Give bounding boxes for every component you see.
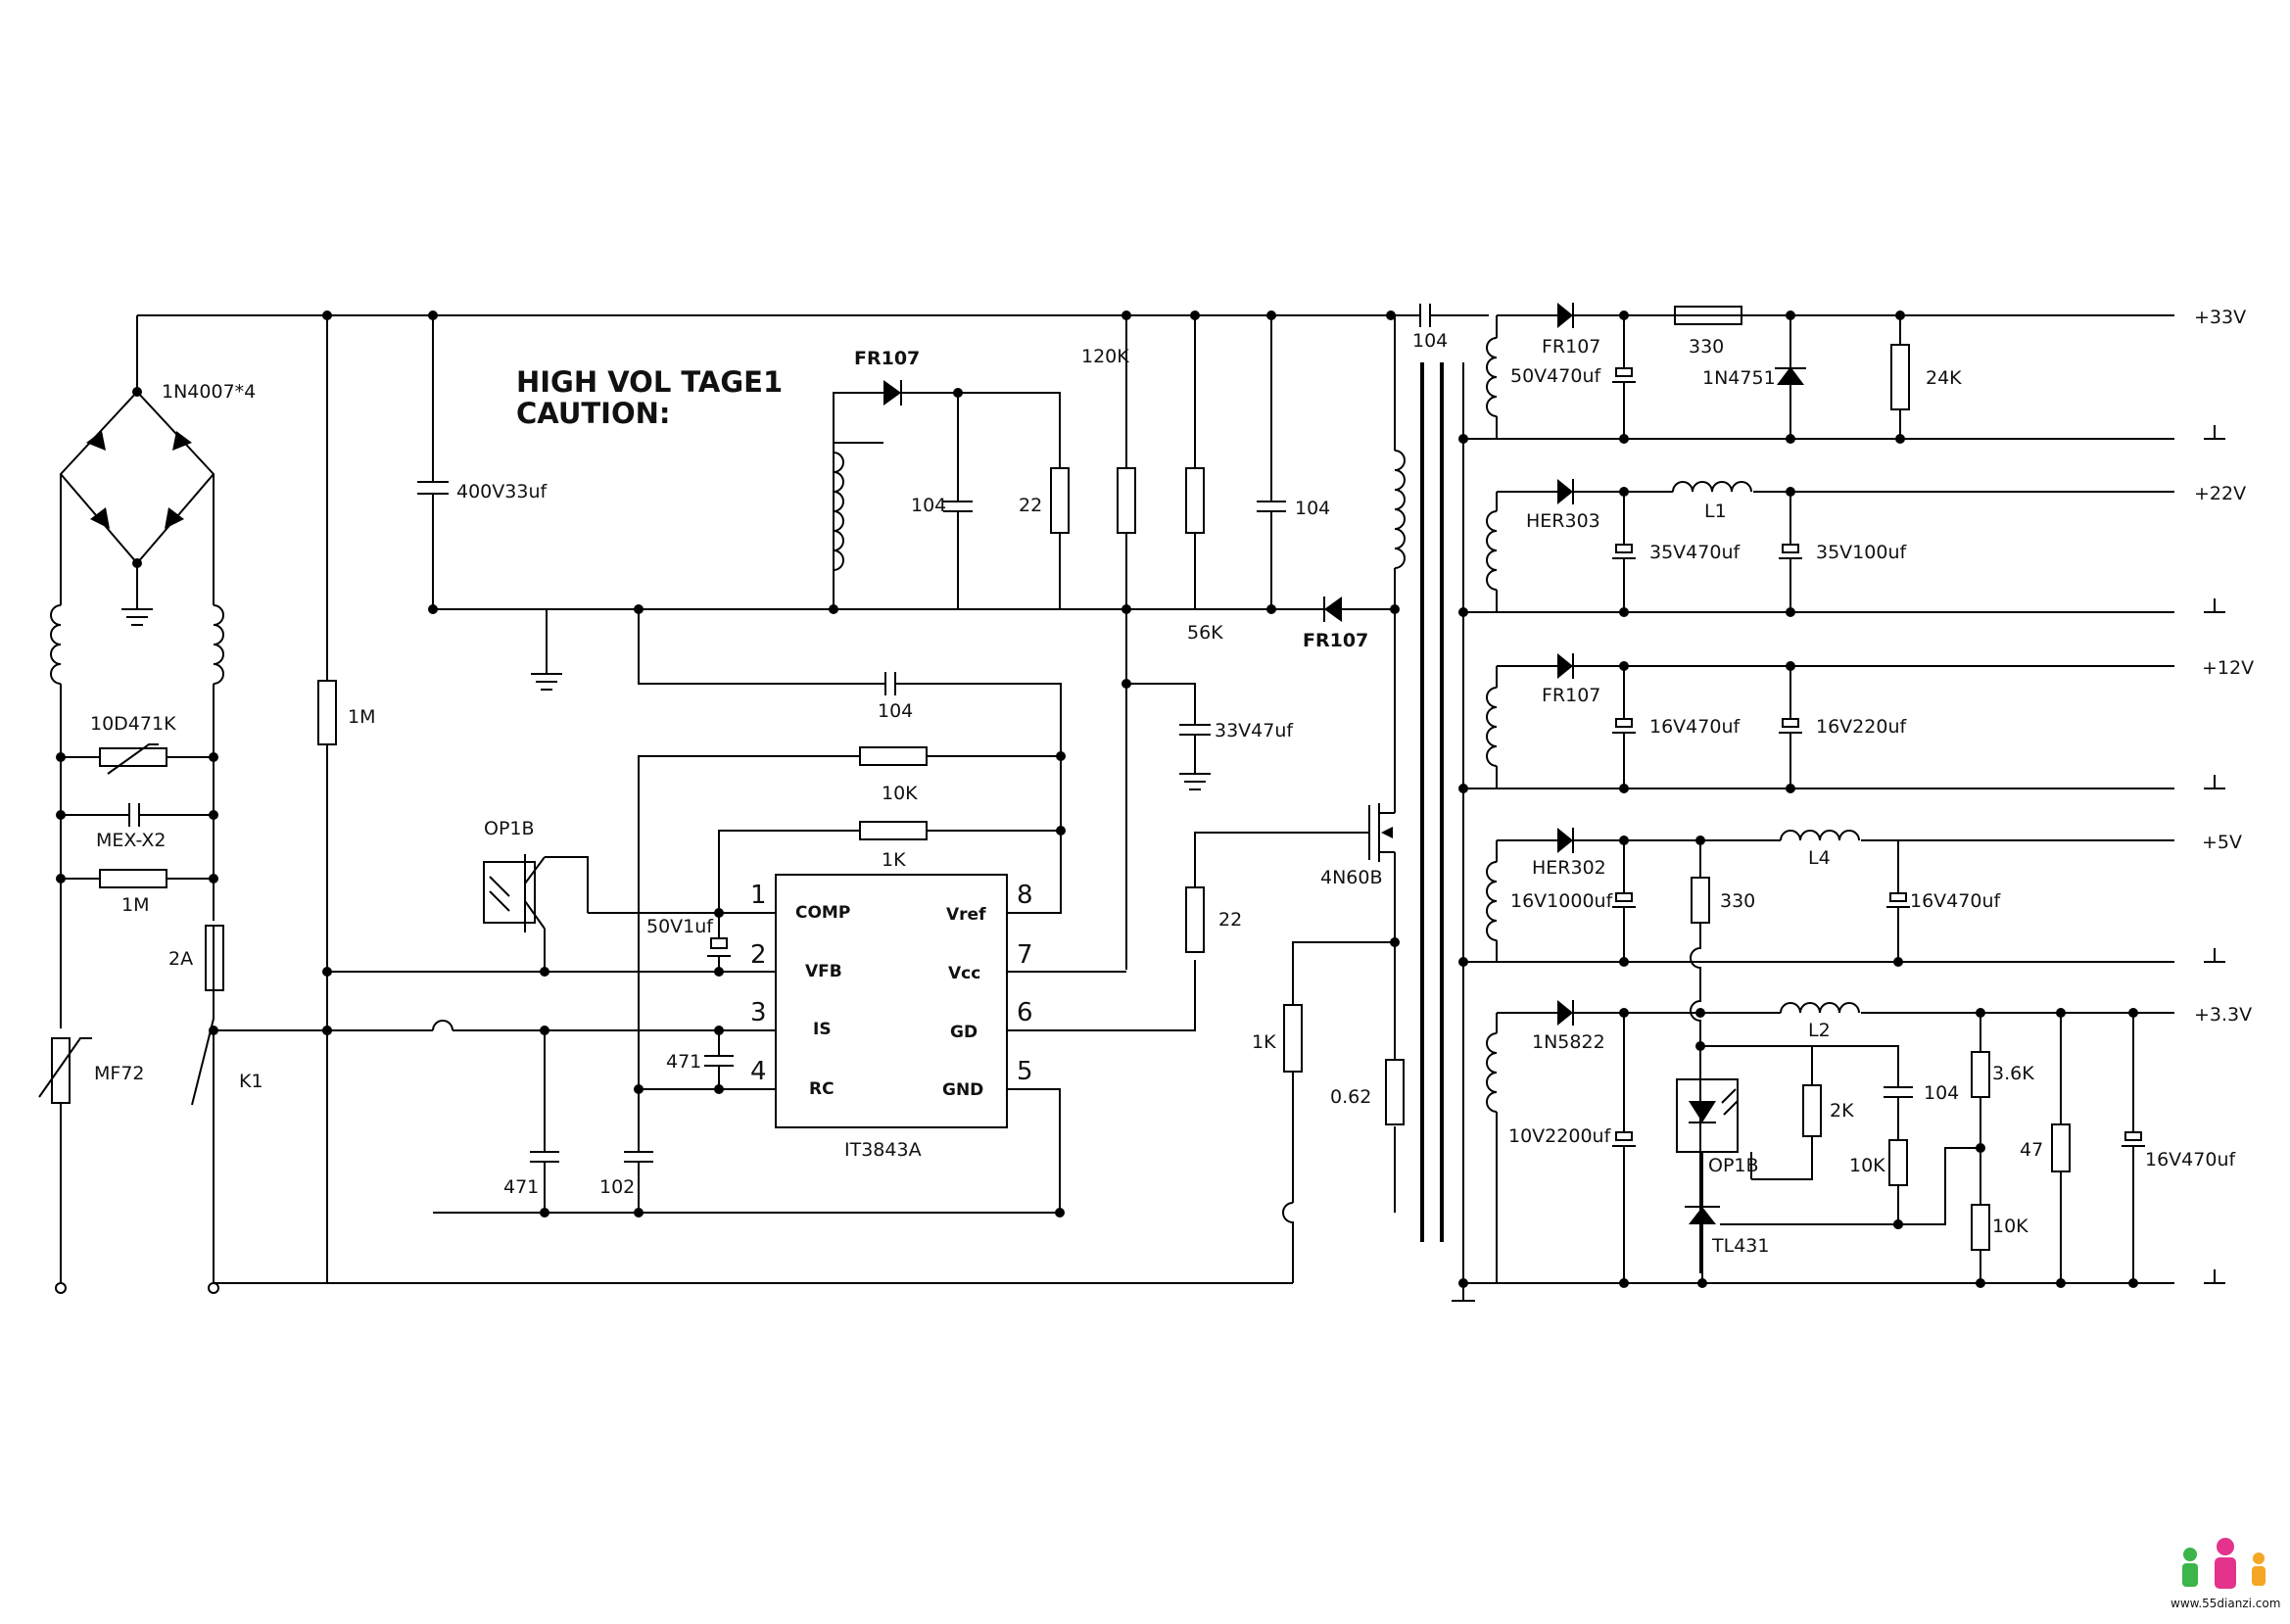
- cap1-label: 10V2200uf: [1508, 1125, 1612, 1147]
- logo-figure-icon: [2183, 1548, 2197, 1561]
- r10k-label: 10K: [882, 783, 918, 804]
- diode-label: 1N5822: [1532, 1031, 1605, 1053]
- ic-pin-label: GND: [942, 1080, 983, 1100]
- inductor-label: L2: [1808, 1020, 1831, 1041]
- cap1-label: 35V470uf: [1649, 542, 1741, 563]
- cap104b-label: 104: [1295, 498, 1330, 519]
- r120k-label: 120K: [1081, 346, 1129, 367]
- res-label: 330: [1689, 336, 1724, 358]
- bulk-cap-label: 400V33uf: [456, 481, 548, 502]
- mosfet-label: 4N60B: [1320, 867, 1383, 888]
- warning-line1: HIGH VOL TAGE1: [516, 365, 783, 399]
- snub-diode-label: FR107: [854, 348, 920, 369]
- ic-pin-number: 8: [1017, 881, 1033, 910]
- cap1-label: 16V1000uf: [1510, 890, 1614, 912]
- x2-cap-label: MEX-X2: [96, 830, 166, 851]
- r36k-label: 3.6K: [1992, 1063, 2034, 1084]
- output-voltage: +33V: [2194, 307, 2246, 328]
- cap2-label: 35V100uf: [1816, 542, 1907, 563]
- ic-pin-label: RC: [809, 1079, 835, 1099]
- bridge-diode: [86, 431, 192, 529]
- secondary-stage: FR107 50V470uf 330 1N4751 24K +33V HER30…: [1452, 303, 2254, 1302]
- cap102-label: 102: [599, 1176, 635, 1198]
- cap2-label: 16V220uf: [1816, 716, 1907, 738]
- load-label: 24K: [1926, 367, 1962, 389]
- cap471a-label: 471: [666, 1051, 701, 1073]
- ic-pin-label: Vref: [946, 905, 986, 925]
- primary-stage: 1M 400V33uf HIGH VOL TAGE1 CAUTION: FR10…: [209, 304, 1489, 1284]
- cap-label: 50V470uf: [1510, 365, 1601, 387]
- cap1-label: 16V470uf: [1649, 716, 1741, 738]
- cap2-label: 16V470uf: [1910, 890, 2001, 912]
- diode-label: HER302: [1532, 857, 1606, 879]
- cap104c-label: 104: [878, 700, 913, 722]
- r1k-label: 1K: [882, 849, 906, 871]
- ic-pin-label: COMP: [795, 903, 850, 923]
- output-voltage: +12V: [2202, 657, 2254, 679]
- bridge-label: 1N4007*4: [162, 381, 256, 403]
- opto-label: OP1B: [484, 818, 535, 839]
- ic-pin-label: VFB: [805, 962, 842, 981]
- ic-pin-number: 3: [750, 998, 767, 1027]
- ic-pin-number: 7: [1017, 940, 1033, 970]
- logo-figure-icon: [2217, 1538, 2234, 1555]
- cap104-label: 104: [1924, 1082, 1959, 1104]
- cap2-label: 16V470uf: [2145, 1149, 2236, 1170]
- logo-text: www.55dianzi.com: [2171, 1597, 2280, 1610]
- ic-body: [775, 874, 1008, 1128]
- cap471b-label: 471: [503, 1176, 539, 1198]
- output-voltage: +5V: [2202, 832, 2242, 853]
- ntc-label: MF72: [94, 1063, 145, 1084]
- ref-label: TL431: [1711, 1235, 1769, 1257]
- bleed-res-label: 1M: [121, 894, 149, 916]
- site-logo: www.55dianzi.com: [2169, 1537, 2282, 1613]
- output-voltage: +22V: [2194, 483, 2246, 504]
- ic-pin-label: Vcc: [948, 964, 980, 983]
- ic-name: IT3843A: [844, 1139, 922, 1161]
- ic-pin-label: IS: [813, 1020, 832, 1039]
- diode-label: FR107: [1542, 336, 1600, 358]
- zener-label: 1N4751: [1702, 367, 1776, 389]
- input-stage: 1N4007*4 10D471K MEX-X2 1M 2A K1 MF72: [38, 314, 1391, 1294]
- res-label: 330: [1720, 890, 1755, 912]
- inductor-label: L4: [1808, 847, 1831, 869]
- logo-figure-icon: [2253, 1552, 2265, 1564]
- diode-label: FR107: [1542, 685, 1600, 706]
- cap50v-label: 50V1uf: [646, 916, 714, 937]
- start-res-label: 1M: [348, 706, 375, 728]
- ic-pin-number: 5: [1017, 1057, 1033, 1086]
- varistor-label: 10D471K: [90, 713, 176, 735]
- ic-pin-number: 2: [750, 940, 767, 970]
- r2k-label: 2K: [1830, 1100, 1854, 1122]
- r47-label: 47: [2020, 1139, 2043, 1161]
- r56k-label: 56K: [1187, 622, 1223, 644]
- sense-r1k-label: 1K: [1252, 1031, 1276, 1053]
- ic-pin-number: 4: [750, 1057, 767, 1086]
- switch-label: K1: [239, 1071, 263, 1092]
- gate-res-label: 22: [1218, 909, 1242, 931]
- sense-res-label: 0.62: [1330, 1086, 1371, 1108]
- snub-res-label: 22: [1019, 495, 1042, 516]
- r10k-a-label: 10K: [1849, 1155, 1885, 1176]
- output-voltage: +3.3V: [2194, 1004, 2252, 1026]
- diode-label: HER303: [1526, 510, 1600, 532]
- aux-diode-label: FR107: [1303, 630, 1368, 651]
- fuse-label: 2A: [168, 948, 193, 970]
- y-cap-label: 104: [1412, 330, 1448, 352]
- ic-pin-number: 1: [750, 881, 767, 910]
- warning-line2: CAUTION:: [516, 397, 670, 430]
- r10k-b-label: 10K: [1992, 1216, 2028, 1237]
- opto-label: OP1B: [1708, 1155, 1759, 1176]
- ic-pin-label: GD: [950, 1023, 978, 1042]
- vcc-cap-label: 33V47uf: [1215, 720, 1294, 741]
- snub-cap-label: 104: [911, 495, 946, 516]
- ic-pin-number: 6: [1017, 998, 1033, 1027]
- inductor-label: L1: [1704, 501, 1727, 522]
